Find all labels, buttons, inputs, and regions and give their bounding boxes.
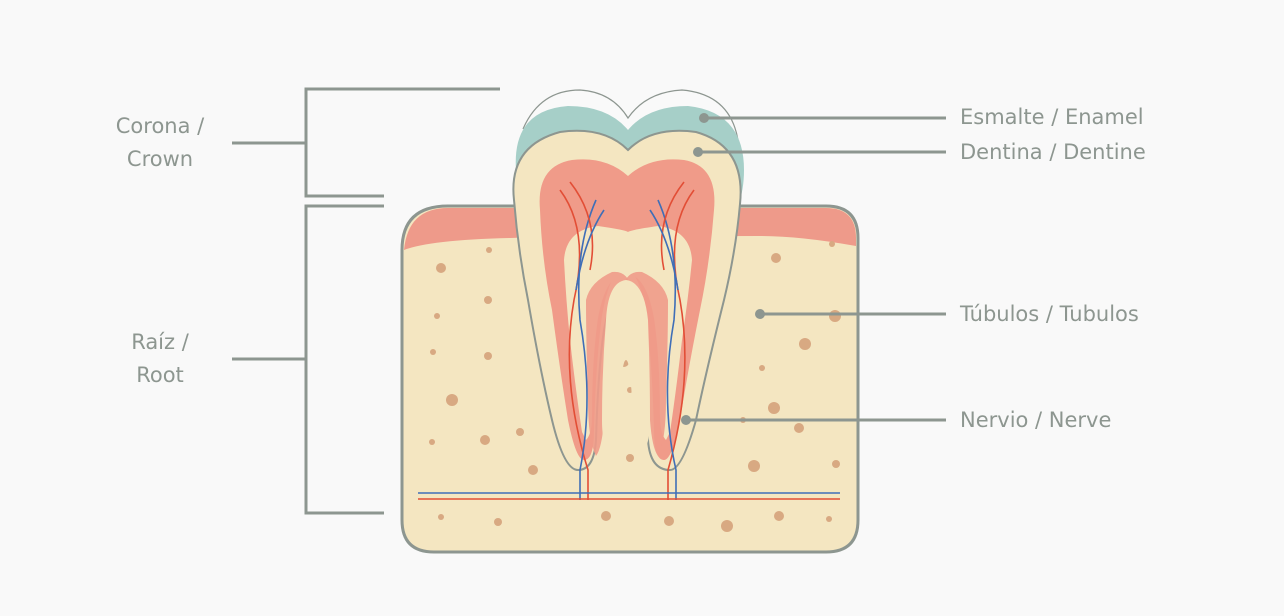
dentine-label: Dentina / Dentine xyxy=(960,136,1146,169)
bone-dot xyxy=(429,439,435,445)
bone-dot xyxy=(486,247,492,253)
bone-dot xyxy=(832,460,840,468)
bone-dot xyxy=(484,352,492,360)
root-label: Raíz / Root xyxy=(75,326,245,392)
bone-dot xyxy=(494,518,502,526)
bone-dot xyxy=(829,310,841,322)
bone-dot xyxy=(759,365,765,371)
bone-dot xyxy=(721,520,733,532)
bone-dot xyxy=(771,253,781,263)
root-label-line-1: Raíz / xyxy=(75,326,245,359)
bone-dot xyxy=(438,514,444,520)
bone-dot xyxy=(436,263,446,273)
crown-bracket xyxy=(232,89,500,196)
bone-dot xyxy=(748,460,760,472)
bone-dot xyxy=(430,349,436,355)
root-bracket xyxy=(232,206,384,513)
bone-dot xyxy=(768,402,780,414)
tubules-label: Túbulos / Tubulos xyxy=(960,298,1139,331)
nerve-label: Nervio / Nerve xyxy=(960,404,1111,437)
bone-dot xyxy=(446,394,458,406)
bone-dot xyxy=(826,516,832,522)
bone-dot xyxy=(601,511,611,521)
bone-dot xyxy=(528,465,538,475)
bone-dot xyxy=(626,454,634,462)
bone-dot xyxy=(516,428,524,436)
crown-label: Corona / Crown xyxy=(75,110,245,176)
bone-dot xyxy=(484,296,492,304)
root-label-line-2: Root xyxy=(75,359,245,392)
crown-label-line-1: Corona / xyxy=(75,110,245,143)
bone-dot xyxy=(794,423,804,433)
bone-dot xyxy=(434,313,440,319)
bone-dot xyxy=(799,338,811,350)
bone-dot xyxy=(829,241,835,247)
crown-label-line-2: Crown xyxy=(75,143,245,176)
bone-dot xyxy=(664,516,674,526)
enamel-label: Esmalte / Enamel xyxy=(960,101,1144,134)
bone-dot xyxy=(774,511,784,521)
bone-dot xyxy=(480,435,490,445)
